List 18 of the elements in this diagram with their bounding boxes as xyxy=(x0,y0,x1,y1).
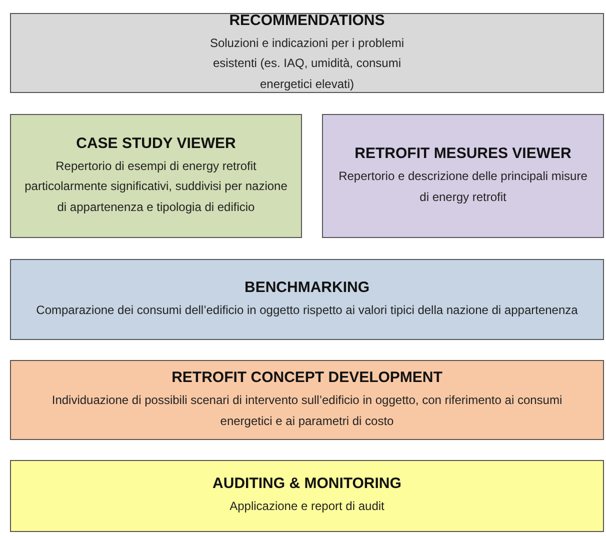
box-description: Repertorio di esempi di energy retrofit particolarmente significativi, suddivisi per nazione di appartenenza e tipologia di edificio xyxy=(24,158,288,216)
box-description: Individuazione di possibili scenari di intervento sull’edificio in oggetto, con riferimento ai consumi energetici e ai parametri di costo xyxy=(50,392,564,430)
box-heading: CASE STUDY VIEWER xyxy=(76,134,236,152)
box-heading: AUDITING & MONITORING xyxy=(212,475,402,492)
section-box xyxy=(10,13,604,93)
box-heading: RETROFIT CONCEPT DEVELOPMENT xyxy=(172,369,442,386)
box-description: Soluzioni e indicazioni per i problemi esistenti (es. IAQ, umidità, consumi energetici elevati) xyxy=(208,34,406,93)
section-box xyxy=(10,259,604,340)
box-heading: RECOMMENDATIONS xyxy=(229,12,385,29)
box-description: Applicazione e report di audit xyxy=(230,498,384,516)
section-box xyxy=(10,114,302,238)
box-description: Comparazione dei consumi dell’edificio in oggetto rispetto ai valori tipici della nazione di appartenenza xyxy=(36,302,578,319)
box-description: Repertorio e descrizione delle principali misure di energy retrofit xyxy=(338,168,588,206)
section-box xyxy=(322,114,604,238)
box-heading: RETROFIT MESURES VIEWER xyxy=(354,145,572,162)
box-heading: BENCHMARKING xyxy=(244,278,370,296)
section-box xyxy=(10,360,604,440)
section-box xyxy=(10,460,604,532)
